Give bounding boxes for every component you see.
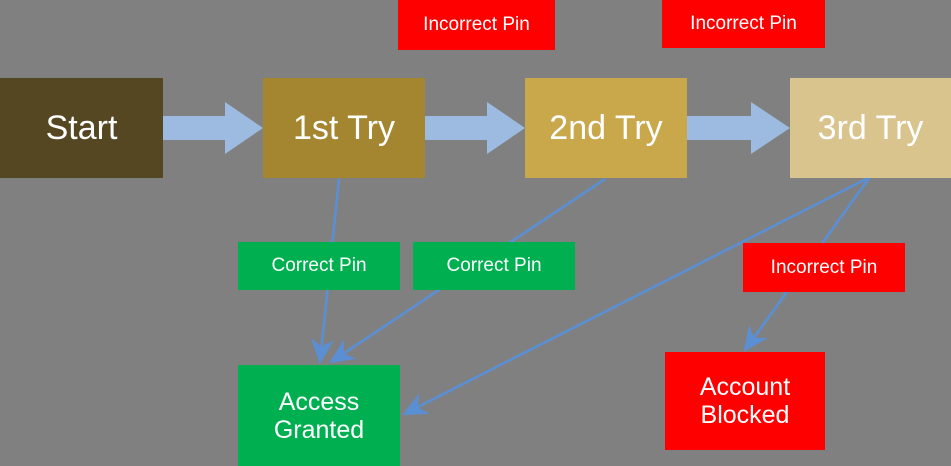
block-arrow-try2-to-try3 bbox=[687, 100, 790, 156]
edge-label-correct-pin-1: Correct Pin bbox=[238, 242, 400, 290]
edge-label-incorrect-pin-2: Incorrect Pin bbox=[662, 0, 825, 48]
edge-try3-to-granted bbox=[402, 175, 871, 416]
node-1st-try[interactable]: 1st Try bbox=[263, 78, 425, 178]
node-3rd-try[interactable]: 3rd Try bbox=[790, 78, 951, 178]
edge-label-correct-pin-2: Correct Pin bbox=[413, 242, 575, 290]
edge-label-incorrect-pin-1: Incorrect Pin bbox=[398, 0, 555, 50]
block-arrow-try1-to-try2 bbox=[425, 100, 525, 156]
edge-label-incorrect-pin-3: Incorrect Pin bbox=[743, 243, 905, 292]
node-2nd-try[interactable]: 2nd Try bbox=[525, 78, 687, 178]
node-start[interactable]: Start bbox=[0, 78, 163, 178]
block-arrow-start-to-try1 bbox=[163, 100, 263, 156]
